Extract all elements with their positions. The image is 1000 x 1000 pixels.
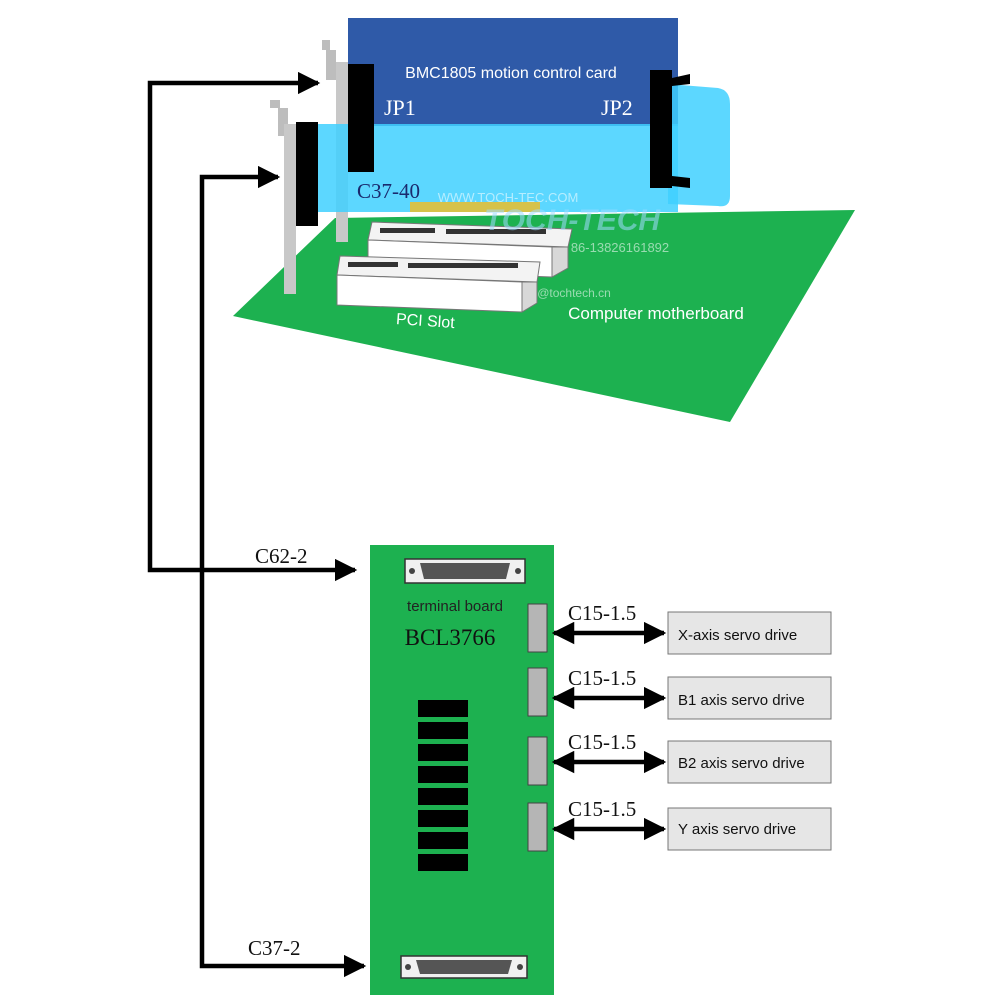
- svg-text:WWW.TOCH-TEC.COM: WWW.TOCH-TEC.COM: [438, 190, 579, 205]
- connector-bracket: [270, 100, 296, 294]
- pci-slot-label: PCI Slot: [395, 311, 455, 332]
- motherboard-label: Computer motherboard: [568, 304, 744, 323]
- drive-cable-label: C15-1.5: [568, 666, 636, 690]
- drive-box: [667, 740, 832, 784]
- svg-text:@tochtech.cn: @tochtech.cn: [537, 286, 611, 300]
- watermark: WWW.TOCH-TEC.COM TOCH-TECH 86-1382616189…: [438, 190, 669, 300]
- jp1-label: JP1: [384, 95, 416, 120]
- cable-top-label: C62-2: [255, 544, 308, 568]
- jp2-label: JP2: [601, 95, 633, 120]
- jp2-latch-top: [672, 74, 690, 86]
- drive-cable-label: C15-1.5: [568, 797, 636, 821]
- drive-row-4: C15-1.5 Y axis servo drive: [551, 797, 832, 851]
- c37-connector: [296, 122, 318, 226]
- drive-label: B1 axis servo drive: [678, 692, 805, 709]
- drive-label: Y axis servo drive: [678, 821, 796, 838]
- terminal-board-model: BCL3766: [405, 625, 496, 650]
- axis-port-3: [527, 736, 548, 786]
- svg-text:86-13826161892: 86-13826161892: [571, 240, 669, 255]
- axis-port-1: [527, 603, 548, 653]
- drive-box: [667, 807, 832, 851]
- axis-port-4: [527, 802, 548, 852]
- drive-row-1: C15-1.5 X-axis servo drive: [551, 601, 832, 655]
- terminal-block-stack: [418, 700, 468, 871]
- drive-box: [667, 676, 832, 720]
- jp2-connector: [650, 70, 672, 188]
- jp1-connector: [348, 64, 374, 172]
- drive-label: X-axis servo drive: [678, 627, 797, 644]
- cable-top-arrow: [147, 71, 358, 582]
- ribbon-loop: [668, 84, 730, 207]
- card-title: BMC1805 motion control card: [405, 65, 617, 82]
- svg-text:TOCH-TECH: TOCH-TECH: [484, 204, 661, 237]
- c37-40-label: C37-40: [357, 179, 420, 203]
- motion-control-card: [348, 18, 678, 126]
- drive-box: [667, 611, 832, 655]
- db-connector-top: [404, 558, 526, 584]
- pci-slot-front: [336, 255, 541, 313]
- cable-bottom-arrow: [199, 165, 367, 978]
- drive-cable-label: C15-1.5: [568, 730, 636, 754]
- db-connector-bottom: [400, 955, 528, 979]
- drive-label: B2 axis servo drive: [678, 755, 805, 772]
- cable-bottom-label: C37-2: [248, 936, 301, 960]
- terminal-board-label: terminal board: [407, 598, 503, 615]
- drive-row-2: C15-1.5 B1 axis servo drive: [551, 666, 832, 720]
- drive-cable-label: C15-1.5: [568, 601, 636, 625]
- drive-row-3: C15-1.5 B2 axis servo drive: [551, 730, 832, 784]
- axis-port-2: [527, 667, 548, 717]
- card-gold-edge: [410, 202, 540, 212]
- jp2-latch-bottom: [672, 176, 690, 188]
